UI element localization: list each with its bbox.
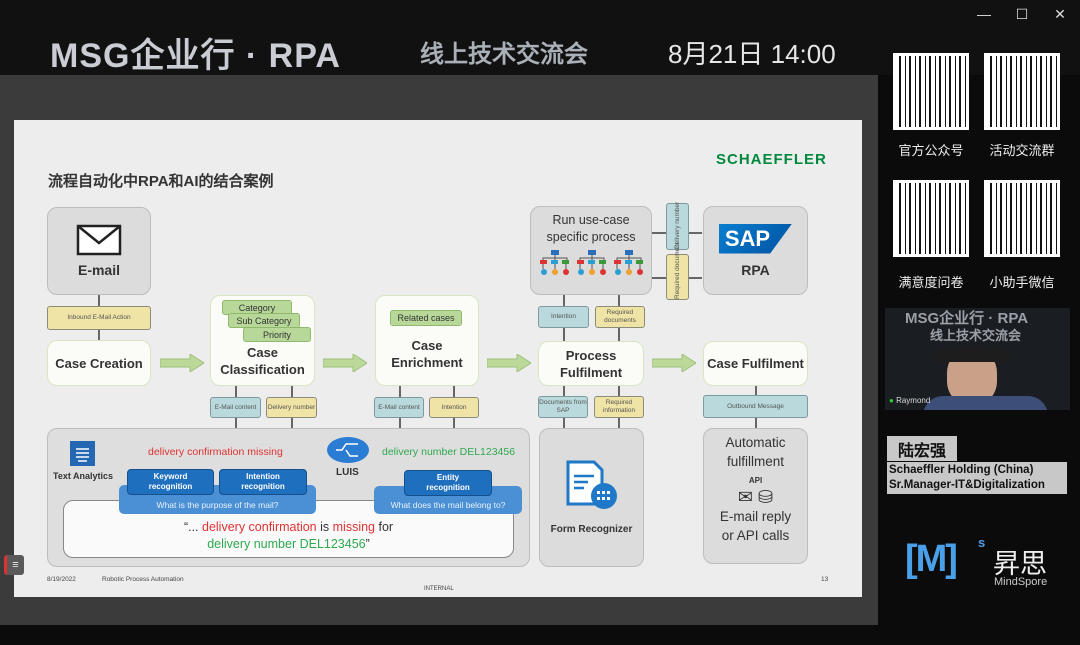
schaeffler-logo: SCHAEFFLER bbox=[716, 151, 827, 168]
qr-label: 满意度问卷 bbox=[898, 275, 964, 290]
intention-tag: Intention bbox=[429, 397, 479, 418]
speaker-role: Sr.Manager-IT&Digitalization bbox=[889, 479, 1045, 491]
slide-title: 流程自动化中RPA和AI的结合案例 bbox=[48, 173, 274, 190]
email-database-icons: ✉ ⛁ bbox=[704, 487, 807, 507]
delivery-number-annotation: delivery number DEL123456 bbox=[382, 446, 516, 458]
case-creation: Case Creation bbox=[47, 340, 151, 386]
quote-end: for bbox=[375, 520, 394, 534]
email-content-tag: E-Mail content bbox=[374, 397, 424, 418]
case-enrichment: Case Enrichment bbox=[375, 295, 479, 386]
delivery-number-tag: Delivery number bbox=[266, 397, 317, 418]
missing-annotation: delivery confirmation missing bbox=[148, 446, 283, 458]
minimize-button[interactable]: — bbox=[977, 6, 991, 22]
text-analytics-label: Text Analytics bbox=[53, 471, 114, 481]
participant-label: Raymond bbox=[896, 396, 931, 405]
text-analytics-icon bbox=[70, 441, 95, 466]
quote-open: “... bbox=[183, 520, 202, 534]
tag-priority: Priority bbox=[243, 327, 311, 342]
microphone-icon: ● bbox=[889, 396, 894, 405]
participant-name: ● Raymond bbox=[889, 396, 930, 405]
form-recognizer-box: Form Recognizer bbox=[539, 428, 644, 567]
speaker-hair bbox=[935, 346, 1009, 362]
qr-label: 小助手微信 bbox=[989, 275, 1055, 290]
qr-label: 活动交流群 bbox=[989, 143, 1055, 158]
luis-brain-icon bbox=[327, 437, 369, 463]
maximize-button[interactable]: ☐ bbox=[1015, 5, 1029, 22]
banner-subtitle: 线上技术交流会 bbox=[420, 41, 588, 68]
footer-date: 8/19/2022 bbox=[47, 576, 76, 583]
form-recognizer-icon bbox=[566, 460, 617, 509]
case-fulfilment: Case Fulfilment bbox=[703, 341, 808, 386]
video-bg-title: MSG企业行 · RPA bbox=[905, 310, 1029, 327]
reply-label: E-mail reply or API calls bbox=[719, 509, 792, 543]
quote-green: delivery number DEL123456 bbox=[207, 537, 366, 551]
mindspore-logo-cn: 昇思 bbox=[993, 549, 1047, 579]
speaker-shirt bbox=[923, 396, 1048, 410]
sap-logo: SAP bbox=[718, 223, 793, 254]
qr-code-assistant bbox=[984, 180, 1060, 257]
mindspore-logo-en: MindSpore bbox=[994, 576, 1048, 588]
slide-menu-icon[interactable]: ≡ bbox=[4, 555, 24, 575]
flow-arrow-icon bbox=[160, 354, 204, 372]
banner-datetime: 8月21日 14:00 bbox=[668, 39, 836, 69]
tag-sub-category: Sub Category bbox=[228, 313, 300, 328]
speaker-company: Schaeffler Holding (China) bbox=[889, 464, 1034, 476]
qr-code-group bbox=[984, 53, 1060, 130]
sap-rpa-box: SAP RPA bbox=[703, 206, 808, 295]
close-button[interactable]: ✕ bbox=[1054, 5, 1066, 22]
mindspore-logo-mark: [M] bbox=[905, 538, 958, 580]
luis-label: LUIS bbox=[336, 467, 359, 478]
email-content-tag: E-Mail content bbox=[210, 397, 261, 418]
quote-mid: is bbox=[316, 520, 333, 534]
quote-red-2: missing bbox=[332, 520, 375, 534]
run-process-box: Run use-case specific process bbox=[530, 206, 652, 295]
video-bg-sub: 线上技术交流会 bbox=[930, 328, 1022, 343]
quote-red-1: delivery confirmation bbox=[202, 520, 317, 534]
automatic-title: Automatic fulfillment bbox=[725, 435, 786, 469]
quote-text: “... delivery confirmation is missing fo… bbox=[63, 519, 514, 553]
required-document-text: Required document bbox=[673, 242, 681, 299]
flow-arrow-icon bbox=[652, 354, 696, 372]
api-cloud-icon: API bbox=[748, 476, 763, 485]
delivery-number-tag: Delivery number bbox=[666, 201, 689, 250]
outbound-message-tag: Outbound Message bbox=[703, 395, 808, 418]
intention-recognition: Intention recognition bbox=[219, 469, 307, 495]
slide-number: 13 bbox=[821, 576, 829, 583]
flow-arrow-icon bbox=[487, 354, 531, 372]
qr-code-survey bbox=[893, 180, 969, 257]
required-documents-tag: Required documents bbox=[595, 306, 645, 328]
required-document-tag: Required document bbox=[666, 242, 689, 300]
speaker-name: 陆宏强 bbox=[887, 436, 957, 461]
entity-recognition: Entity recognition bbox=[404, 470, 492, 496]
required-information-tag: Required information bbox=[594, 396, 644, 418]
banner-title: MSG企业行 · RPA bbox=[50, 37, 341, 75]
inbound-email-action: Inbound E-Mail Action bbox=[47, 306, 151, 330]
form-recognizer-label: Form Recognizer bbox=[550, 524, 633, 535]
flow-arrow-icon bbox=[323, 354, 367, 372]
footer-title: Robotic Process Automation bbox=[102, 576, 184, 583]
footer-classification: INTERNAL bbox=[424, 586, 454, 592]
envelope-icon bbox=[76, 224, 122, 256]
qr-label: 官方公众号 bbox=[898, 143, 964, 158]
automatic-fulfillment-box: Automatic fulfillment API ✉ ⛁ E-mail rep… bbox=[703, 428, 808, 564]
database-icon: ⛁ bbox=[758, 487, 774, 507]
mindspore-logo-sup: s bbox=[978, 535, 986, 550]
process-tree-icon bbox=[540, 249, 644, 276]
speaker-title: Schaeffler Holding (China) Sr.Manager-IT… bbox=[887, 462, 1067, 494]
email-label: E-mail bbox=[77, 262, 120, 278]
envelope-icon: ✉ bbox=[737, 487, 753, 507]
tag-related-cases: Related cases bbox=[390, 310, 462, 326]
rpa-label: RPA bbox=[741, 261, 770, 278]
qr-code-official bbox=[893, 53, 969, 130]
process-fulfilment: Process Fulfilment bbox=[538, 341, 644, 386]
email-box: E-mail bbox=[47, 207, 151, 295]
intention-tag: Intention bbox=[538, 306, 589, 328]
quote-close: ” bbox=[365, 537, 370, 551]
speaker-video[interactable]: MSG企业行 · RPA 线上技术交流会 ● Raymond bbox=[885, 308, 1070, 410]
documents-from-sap-tag: Documents from SAP bbox=[538, 396, 588, 418]
run-process-label: Run use-case specific process bbox=[546, 213, 636, 244]
keyword-recognition: Keyword recognition bbox=[127, 469, 214, 495]
